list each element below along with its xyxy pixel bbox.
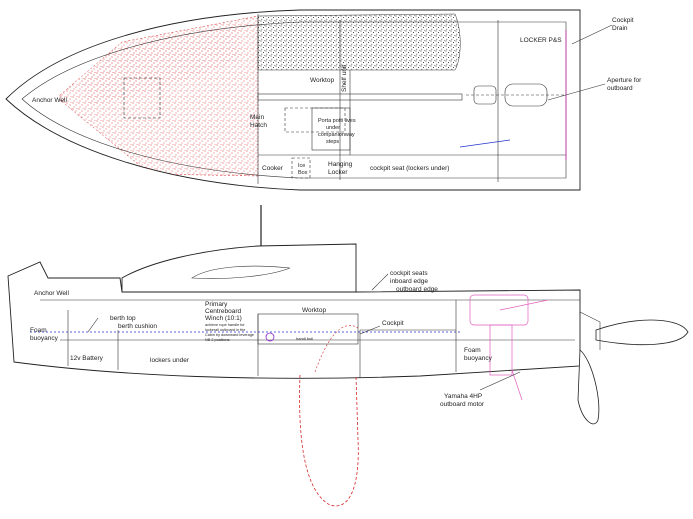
label-handl: handl bull <box>296 336 313 341</box>
label-anchor-well-plan: Anchor Well <box>32 97 67 104</box>
label-aperture-2: outboard <box>607 85 633 92</box>
label-cockpit-seats-1: cockpit seats <box>390 270 428 277</box>
label-winch-note-1: achieve rope handle for <box>205 323 245 327</box>
plan-porta-potti-box <box>311 107 351 151</box>
label-ice-box-2: Box <box>298 170 308 176</box>
leader-cockpit-seats <box>371 273 389 291</box>
label-cockpit-seat: cockpit seat (lockers under) <box>370 165 449 172</box>
profile-transom <box>579 311 601 350</box>
leader-outboard-aperture <box>547 83 606 101</box>
label-cockpit-seats-2: inboard edge <box>390 278 428 285</box>
label-main-hatch-2: Hatch <box>250 122 267 129</box>
label-anchor-well-profile: Anchor Well <box>34 290 69 297</box>
plan-forward-berth-stipple-dense <box>80 26 240 106</box>
label-worktop-profile: Worktop <box>302 307 326 314</box>
label-battery: 12v Battery <box>70 355 104 362</box>
label-porta-potti-2: under <box>326 125 340 131</box>
label-foam-fwd-2: buoyancy <box>30 335 59 342</box>
label-porta-potti-1: Porta potti lives <box>318 118 356 124</box>
label-hanging-locker-1: Hanging <box>328 161 353 168</box>
outboard-motor <box>469 294 549 401</box>
label-porta-potti-4: steps <box>326 139 339 145</box>
label-yamaha-2: outboard motor <box>440 401 485 408</box>
label-cockpit-drain-2: Drain <box>612 25 628 32</box>
label-berth-top: berth top <box>110 315 136 322</box>
plan-ice-box-outline <box>291 157 311 179</box>
label-foam-fwd-1: Foam <box>30 327 47 334</box>
label-main-hatch-1: Main <box>250 114 264 121</box>
plan-shelf-stipple <box>257 13 461 71</box>
leader-cockpit-drain <box>571 24 613 45</box>
label-berth-cushion: berth cushion <box>118 323 157 330</box>
profile-hull <box>7 261 581 379</box>
profile-view: Anchor Well Foam buoyancy berth top bert… <box>7 243 689 507</box>
profile-companionway <box>257 313 359 345</box>
leader-yamaha <box>479 371 521 391</box>
profile-propeller <box>595 319 689 346</box>
label-shelf-unit: Shelf unit <box>341 65 348 92</box>
plan-forward-hatch-outline <box>123 77 161 119</box>
label-cockpit-drain-1: Cockpit <box>612 17 634 24</box>
label-cockpit: Cockpit <box>382 320 404 327</box>
leader-cockpit <box>359 325 381 335</box>
plan-view: Cockpit Drain LOCKER P&S Aperture for ou… <box>5 9 642 191</box>
label-cooker: Cooker <box>262 165 284 172</box>
label-lockers-under: lockers under <box>150 357 190 364</box>
label-winch-note-4: NB 2 positions <box>205 338 230 342</box>
label-winch-2: Centreboard <box>205 308 242 315</box>
plan-blue-line <box>459 139 511 148</box>
profile-rudder <box>577 349 600 425</box>
label-porta-potti-3: companionway <box>318 132 355 138</box>
label-winch-1: Primary <box>205 301 228 308</box>
label-winch-note-3: Cabin by downward leverage <box>205 333 254 337</box>
label-worktop-plan: Worktop <box>310 77 334 84</box>
label-yamaha-1: Yamaha 4HP <box>444 393 482 400</box>
profile-centreboard <box>299 374 359 507</box>
profile-centreboard-arc <box>314 325 359 373</box>
plan-centreboard-slot <box>257 93 463 101</box>
label-foam-aft-1: Foam <box>464 347 481 354</box>
label-cockpit-seats-3: outboard edge <box>396 286 438 293</box>
label-foam-aft-2: buoyancy <box>464 355 493 362</box>
winch-icon <box>265 332 275 342</box>
label-aperture-1: Aperture for <box>607 77 642 84</box>
profile-cabin-top <box>121 243 357 293</box>
label-hanging-locker-2: Locker <box>328 169 348 176</box>
label-ice-box-1: Ice <box>298 163 305 169</box>
profile-window <box>191 265 291 279</box>
leader-berth <box>87 317 99 333</box>
label-winch-note-2: lockerall outboard in the <box>205 328 245 332</box>
label-winch-3: Winch (10:1) <box>205 315 242 322</box>
label-locker-ps: LOCKER P&S <box>520 37 562 44</box>
